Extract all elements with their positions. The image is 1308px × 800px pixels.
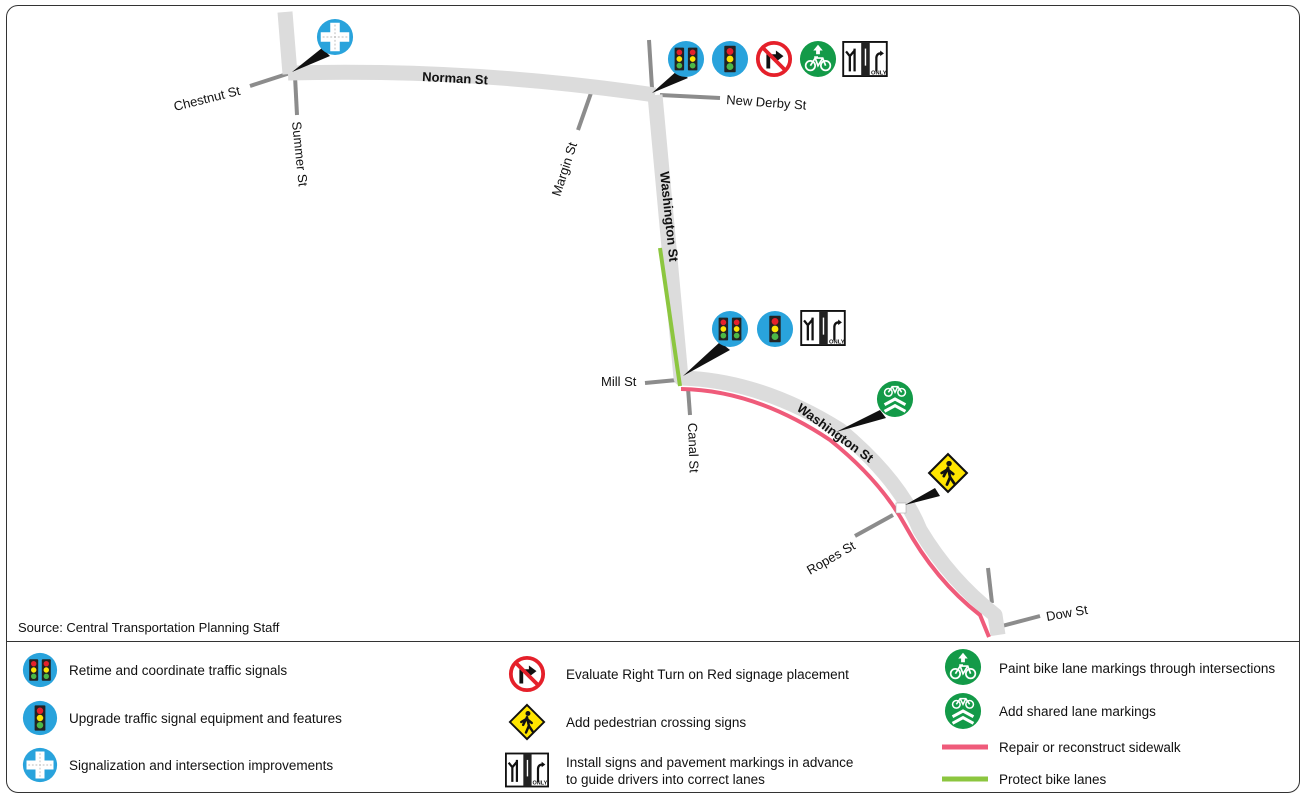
washington-st-road — [647, 94, 1006, 637]
new-derby-st-road — [659, 93, 721, 100]
legend-upgrade: Upgrade traffic signal equipment and fea… — [69, 711, 342, 726]
margin-st-road — [576, 92, 593, 131]
lane-sign-only-text: ONLY — [829, 340, 845, 346]
dow-st-road — [1001, 614, 1041, 628]
legend-retime: Retime and coordinate traffic signals — [69, 663, 288, 678]
main-roads — [277, 11, 1006, 637]
summer-st-road — [293, 75, 299, 116]
legend-sidewalk: Repair or reconstruct sidewalk — [999, 740, 1181, 755]
source-note: Source: Central Transportation Planning … — [18, 620, 280, 635]
mill-st-road — [644, 378, 678, 385]
legend-signalization: Signalization and intersection improveme… — [69, 758, 334, 773]
crosswalk-marking — [895, 502, 907, 514]
legend-rtor: Evaluate Right Turn on Red signage place… — [566, 667, 849, 682]
label-summer-st: Summer St — [289, 121, 311, 188]
protected-bike-lane — [658, 247, 682, 387]
legend-lanes-line2: to guide drivers into correct lanes — [566, 772, 765, 787]
dow-connector-road — [986, 567, 994, 604]
callout-pointers — [292, 48, 940, 505]
legend-lanes: Install signs and pavement markings in a… — [566, 754, 853, 788]
lane-sign-only-text: ONLY — [871, 71, 887, 77]
label-dow-st: Dow St — [1045, 602, 1089, 624]
map-border — [6, 5, 1300, 793]
legend-lanes-line1: Install signs and pavement markings in a… — [566, 755, 854, 770]
ropes-st-road — [854, 513, 894, 538]
label-canal-st: Canal St — [685, 423, 702, 474]
legend-ped: Add pedestrian crossing signs — [566, 715, 747, 730]
norman-st-road — [287, 64, 657, 103]
chestnut-st-road — [249, 71, 291, 88]
legend-bike-paint: Paint bike lane markings through interse… — [999, 661, 1276, 676]
canal-st-road — [686, 387, 692, 416]
legend-lane-sign-only-text: ONLY — [533, 781, 548, 787]
label-norman-st: Norman St — [422, 69, 489, 87]
side-streets — [249, 39, 1041, 628]
legend-bike-lanes: Protect bike lanes — [999, 772, 1107, 787]
legend-sharrow: Add shared lane markings — [999, 704, 1156, 719]
north-connector-road — [647, 39, 654, 89]
label-mill-st: Mill St — [601, 374, 637, 389]
legend-divider — [6, 641, 1300, 642]
label-new-derby-st: New Derby St — [726, 92, 807, 113]
summer-st-north-road — [277, 11, 298, 75]
sidewalk-repair-segment — [680, 387, 991, 638]
